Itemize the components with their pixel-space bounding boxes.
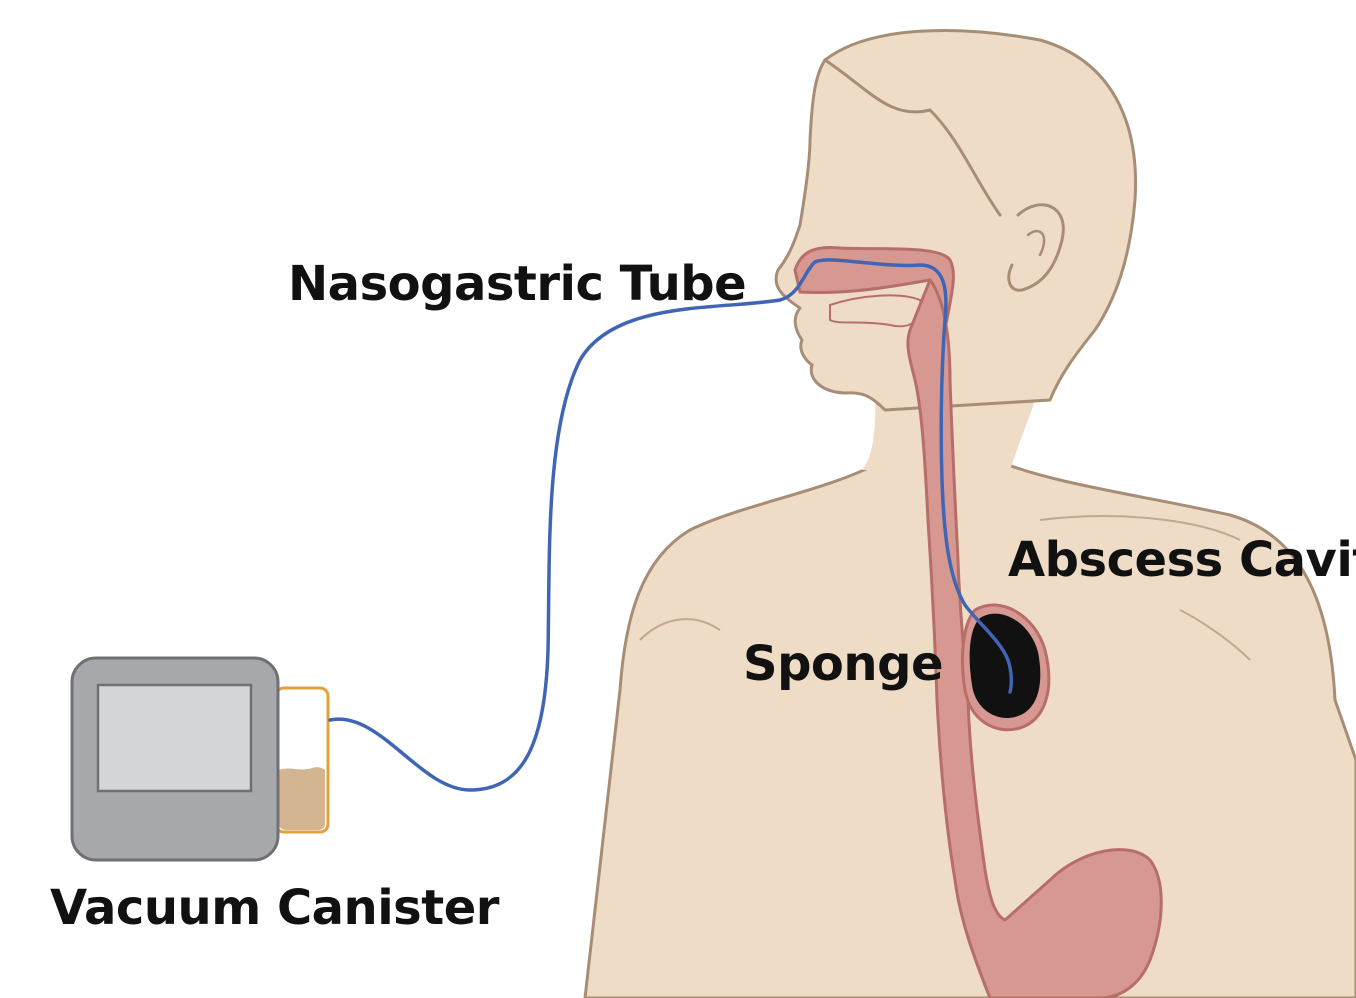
device-screen (98, 685, 251, 791)
head (776, 30, 1135, 410)
label-sponge: Sponge (743, 636, 943, 692)
canister-fluid (279, 767, 325, 830)
label-nasogastric-tube: Nasogastric Tube (288, 256, 746, 312)
oral-cavity (830, 295, 921, 326)
label-abscess-cavity: Abscess Cavity (1008, 532, 1356, 588)
label-vacuum-canister: Vacuum Canister (50, 880, 499, 936)
